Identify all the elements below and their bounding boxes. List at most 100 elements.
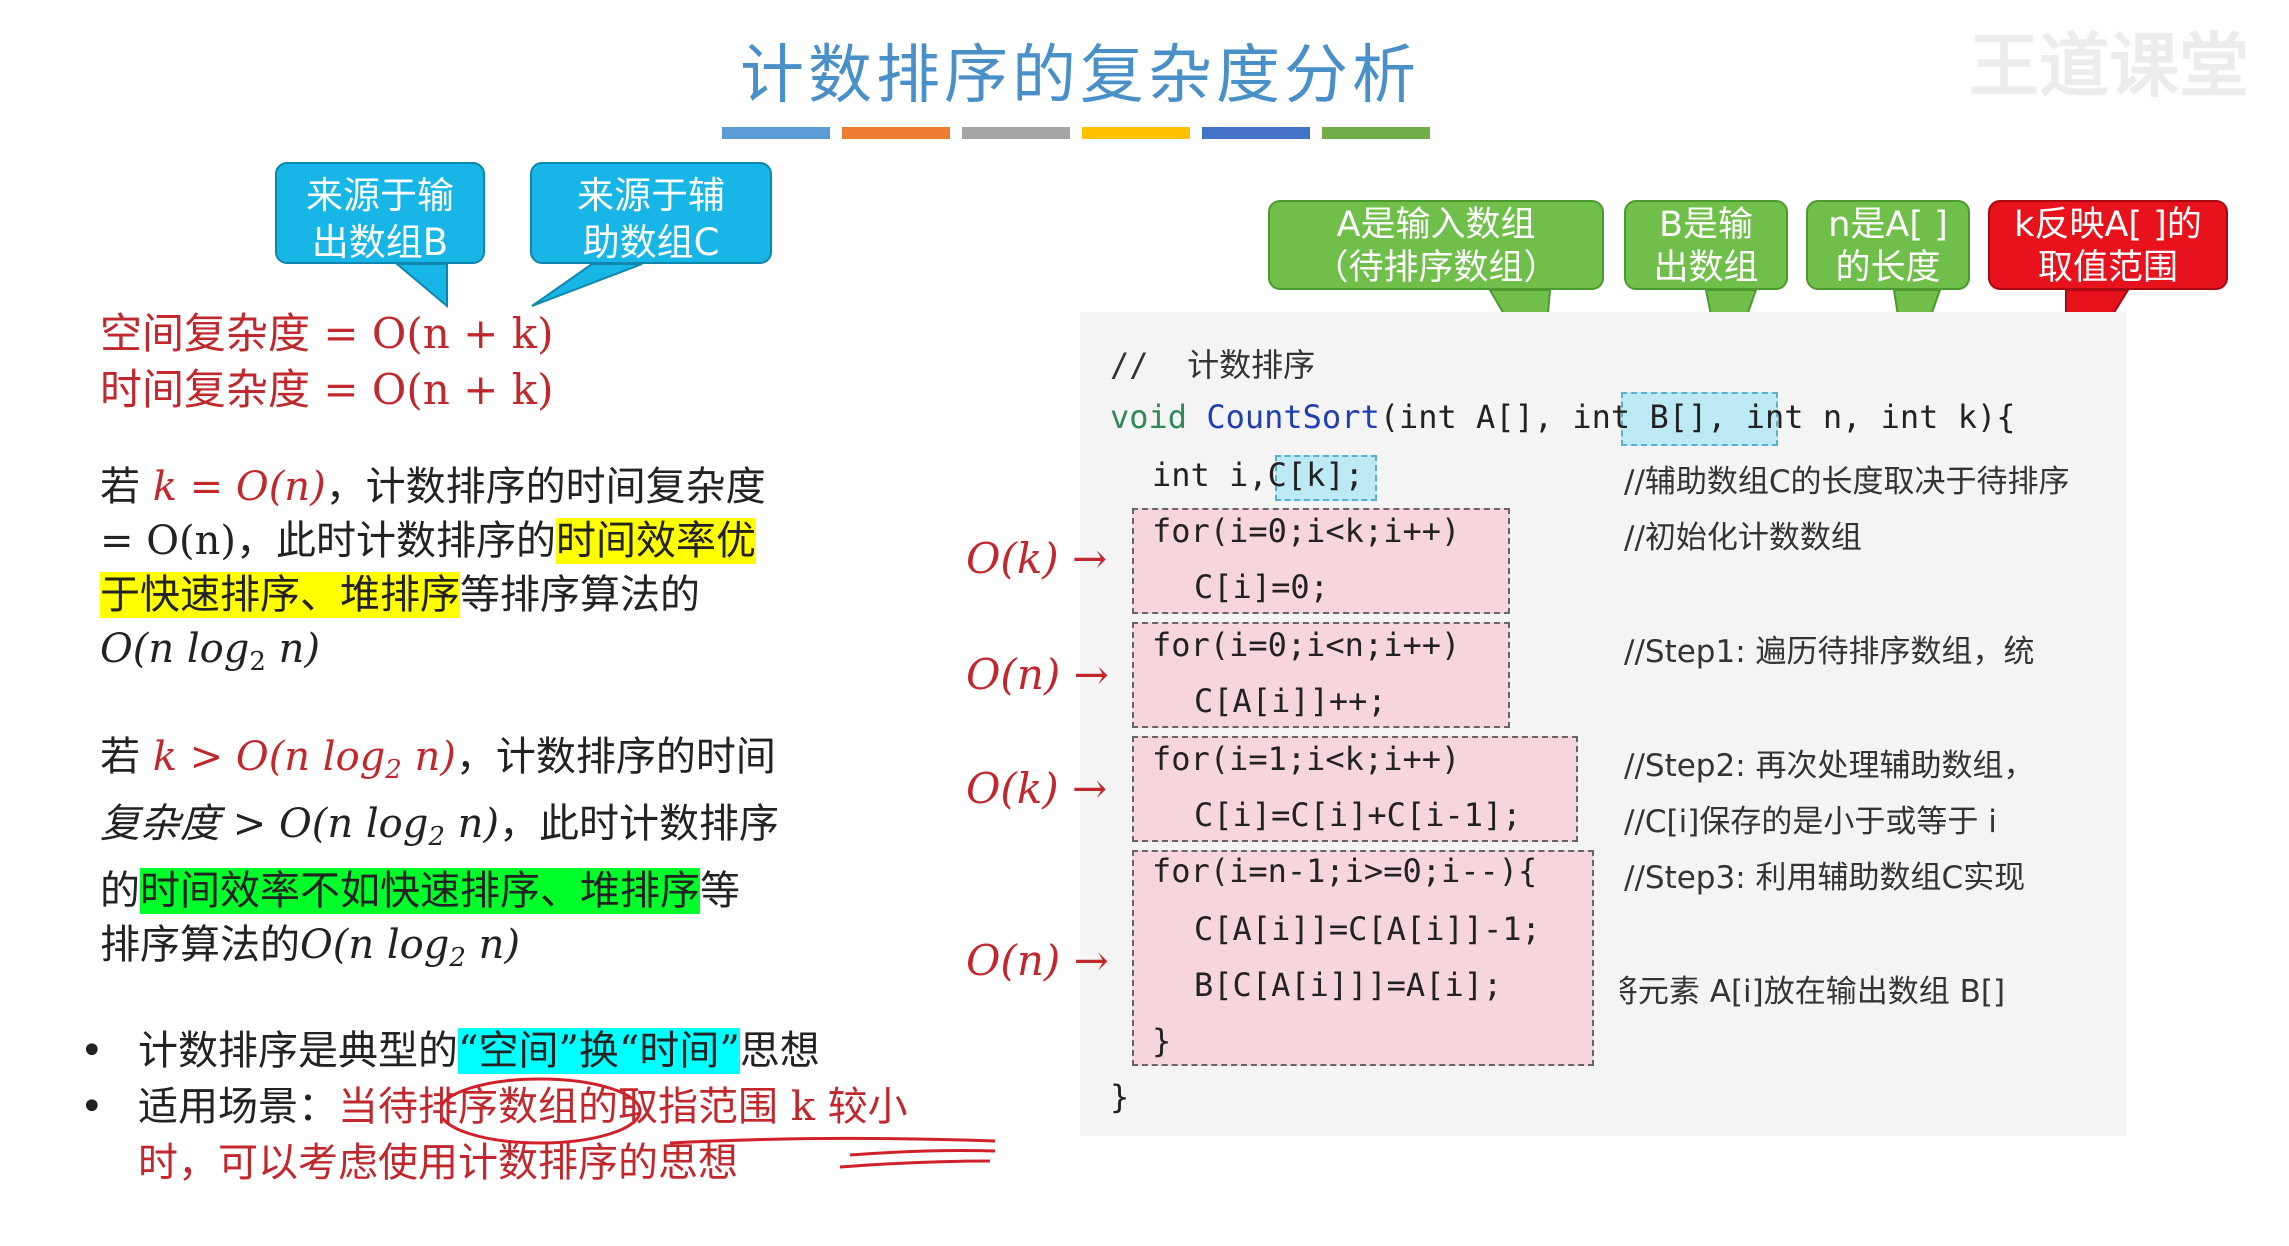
math-sub: 2 <box>249 647 266 677</box>
code-block-prefix <box>1132 736 1578 842</box>
keyword: void <box>1110 398 1188 436</box>
text: ，计数排序的时间复杂度 <box>325 464 766 510</box>
text: 计数排序是典型的 <box>138 1028 458 1074</box>
time-complexity: 时间复杂度 = O(n + k) <box>100 365 554 414</box>
math: n) <box>465 922 520 968</box>
callout-text: k反映A[ ]的 取值范围 <box>2014 205 2202 288</box>
bullet-item-continuation: 时，可以考虑使用计数排序的思想 <box>80 1135 908 1191</box>
code-comments: //辅助数组C的长度取决于待排序 //初始化计数数组 //Step1: 遍历待排… <box>1620 450 2126 1050</box>
code-comment: //将元素 A[i]放在输出数组 B[] <box>1620 974 2006 1010</box>
highlight-int-b <box>1621 392 1778 446</box>
math-sub: 2 <box>428 822 445 852</box>
code-line: for(i=1;i<k;i++) <box>1152 740 1461 778</box>
highlight-c-k <box>1275 455 1377 501</box>
highlight: “空间”换“时间” <box>458 1028 740 1074</box>
watermark: 王道课堂 <box>1969 25 2249 107</box>
complexity-mark: O(n) → <box>966 650 1109 699</box>
stripe <box>722 127 830 139</box>
code-line: C[A[i]]++; <box>1194 682 1387 720</box>
bullet-dot: • <box>80 1084 104 1130</box>
highlight: 时间效率不如快速排序、堆排序 <box>140 868 700 914</box>
code-line: for(i=n-1;i>=0;i--){ <box>1152 852 1538 890</box>
stripe <box>1082 127 1190 139</box>
code-text-highlighted: C[k] <box>1267 456 1345 494</box>
code-line: for(i=0;i<n;i++) <box>1152 626 1461 664</box>
callout-text: 来源于辅 助数组C <box>577 174 725 264</box>
math: k = O(n) <box>152 464 326 510</box>
code-declaration: int i,C[k]; <box>1152 456 1364 494</box>
code-text: int i, <box>1152 456 1268 494</box>
math: O(n log <box>300 922 450 968</box>
bullet-list: •计数排序是典型的“空间”换“时间”思想 •适用场景：当待排序数组的取指范围 k… <box>80 1023 908 1191</box>
bullet-dot: • <box>80 1028 104 1074</box>
bullet-item: •计数排序是典型的“空间”换“时间”思想 <box>80 1023 908 1079</box>
code-comment: //Step1: 遍历待排序数组，统 <box>1624 634 2035 670</box>
code-block-output <box>1132 850 1594 1066</box>
text: ，此时计数排序 <box>498 801 779 847</box>
math: n) <box>401 734 456 780</box>
callout-pointer <box>531 263 643 307</box>
code-signature: void CountSort(int A[], int B[], int n, … <box>1110 398 2015 436</box>
highlight: 于快速排序、堆排序 <box>100 572 460 618</box>
text: 等 <box>700 868 740 914</box>
callout-pointer <box>394 263 448 309</box>
callout-input-array: A是输入数组 （待排序数组） <box>1268 200 1604 384</box>
code-text: ; <box>1344 456 1364 494</box>
analysis-paragraph-1: 若 k = O(n)，计数排序的时间复杂度 = O(n)，此时计数排序的时间效率… <box>100 460 980 689</box>
callout-text: n是A[ ] 的长度 <box>1828 205 1948 288</box>
stripe <box>1322 127 1430 139</box>
complexity-mark: O(k) → <box>966 534 1108 583</box>
code-block-count <box>1132 622 1510 728</box>
callout-n-length: n是A[ ] 的长度 <box>1806 200 1970 381</box>
text: 等排序算法的 <box>460 572 700 618</box>
title-stripes <box>722 127 1430 141</box>
params: , int n, int k){ <box>1707 398 2016 436</box>
highlight: 时间效率优 <box>556 518 756 564</box>
code-line: B[C[A[i]]]=A[i]; <box>1194 966 1503 1004</box>
complexity-mark: O(k) → <box>966 764 1108 813</box>
stripe <box>1202 127 1310 139</box>
text: 若 <box>100 734 153 780</box>
text: = O(n)，此时计数排序的 <box>100 518 556 564</box>
callout-text: A是输入数组 （待排序数组） <box>1313 205 1559 288</box>
stripe <box>962 127 1070 139</box>
math-sub: 2 <box>449 943 466 973</box>
code-line: for(i=0;i<k;i++) <box>1152 512 1461 550</box>
math: k > O(n log <box>152 734 386 780</box>
callout-text: 来源于输 出数组B <box>306 174 454 264</box>
handwritten-annotation <box>440 1077 996 1169</box>
text: ，计数排序的时间 <box>455 734 776 780</box>
callout-b-output: B是输 出数组 <box>1624 200 1788 384</box>
analysis-paragraph-2: 若 k > O(n log2 n)，计数排序的时间 复杂度 > O(n log2… <box>100 730 980 985</box>
callout-k-range: k反映A[ ]的 取值范围 <box>1988 200 2228 394</box>
math: 复杂度 > O(n log <box>100 801 429 847</box>
math: O(n log <box>100 626 250 672</box>
slide-title: 计数排序的复杂度分析 <box>740 39 1420 113</box>
code-block-init <box>1132 508 1510 614</box>
space-complexity: 空间复杂度 = O(n + k) <box>100 309 554 358</box>
code-line: C[i]=C[i]+C[i-1]; <box>1194 796 1522 834</box>
code-line: C[A[i]]=C[A[i]]-1; <box>1194 910 1541 948</box>
params-highlighted: int B[] <box>1572 398 1708 436</box>
text: 排序算法的 <box>100 922 300 968</box>
callout-output-array: 来源于输 出数组B <box>275 162 485 309</box>
text-red: 时，可以考虑使用计数排序的思想 <box>138 1140 738 1186</box>
code-line: C[i]=0; <box>1194 568 1329 606</box>
callout-aux-array: 来源于辅 助数组C <box>530 162 772 307</box>
code-comment: //Step3: 利用辅助数组C实现 <box>1624 860 2026 896</box>
complexity-mark: O(n) → <box>966 936 1109 985</box>
code-line: } <box>1152 1022 1172 1060</box>
code-comment: //Step2: 再次处理辅助数组， <box>1624 748 2035 784</box>
math: n) <box>444 801 499 847</box>
stripe <box>842 127 950 139</box>
code-comment-title: // 计数排序 <box>1110 346 1316 384</box>
code-line: } <box>1110 1078 1130 1116</box>
code-comment: //辅助数组C的长度取决于待排序 <box>1624 464 2070 500</box>
params: (int A[], <box>1379 398 1573 436</box>
code-comment: //初始化计数数组 <box>1624 520 1862 556</box>
code-comment: //C[i]保存的是小于或等于 i <box>1624 804 1997 840</box>
math: n) <box>265 626 320 672</box>
function-name: CountSort <box>1206 398 1380 436</box>
text: 的 <box>100 868 140 914</box>
